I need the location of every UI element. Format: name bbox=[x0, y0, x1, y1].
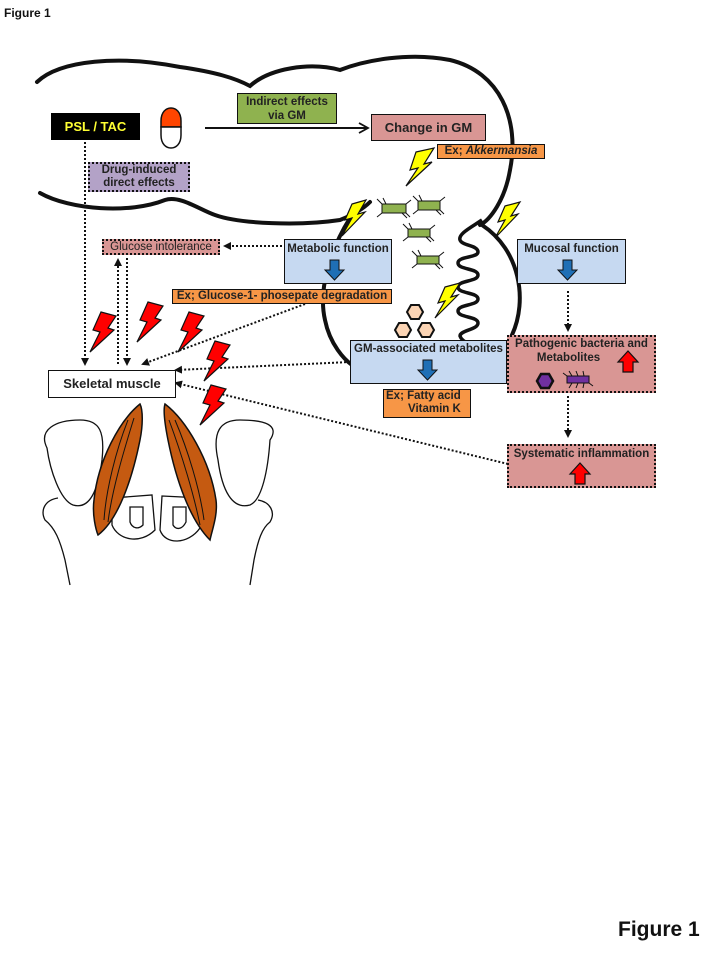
lightning-yellow-icon bbox=[341, 199, 368, 237]
drug-label: PSL / TAC bbox=[64, 119, 127, 134]
bacterium-icon bbox=[402, 222, 436, 243]
muscle-group bbox=[92, 402, 218, 542]
metabolite-hexagon-icon bbox=[393, 322, 413, 338]
direct-effects-label: Drug-induced direct effects bbox=[101, 164, 177, 189]
example-fatty-acid-line1: Ex; Fatty acid bbox=[386, 390, 461, 402]
pathogenic-line2: Metabolites bbox=[536, 352, 601, 364]
pelvis-left-lower bbox=[42, 497, 71, 586]
example-prefix: Ex; bbox=[444, 145, 466, 157]
change-gm-label: Change in GM bbox=[384, 120, 473, 135]
lightning-yellow-icon bbox=[494, 201, 522, 239]
figure-label-bottom: Figure 1 bbox=[618, 918, 700, 941]
direct-effects-box: Drug-induced direct effects bbox=[88, 162, 190, 192]
lightning-red-icon bbox=[136, 301, 164, 343]
glucose-intolerance-box: Glucose intolerance bbox=[102, 239, 220, 255]
bacterium-icon bbox=[412, 194, 446, 216]
glucose-intolerance-label: Glucose intolerance bbox=[110, 241, 212, 253]
lightning-red-icon bbox=[89, 311, 117, 353]
skeletal-muscle-box: Skeletal muscle bbox=[48, 370, 176, 398]
gut-loop-right bbox=[480, 223, 522, 337]
muscle-right-icon bbox=[163, 402, 218, 542]
villi-folds bbox=[456, 218, 483, 348]
lightning-red-group bbox=[89, 301, 231, 426]
lightning-yellow-icon bbox=[434, 282, 462, 319]
gm-metabolites-box: GM-associated metabolites bbox=[350, 340, 507, 384]
indirect-effects-box: Indirect effects via GM bbox=[237, 93, 337, 124]
metabolite-hexagon-icon bbox=[405, 304, 425, 320]
systematic-inflammation-label: Systematic inflammation bbox=[513, 448, 650, 460]
gut-bacteria-group bbox=[376, 194, 446, 270]
skeletal-muscle-label: Skeletal muscle bbox=[63, 376, 161, 391]
capsule-icon bbox=[160, 107, 182, 149]
akkermansia-name: Akkermansia bbox=[465, 145, 538, 157]
bacterium-icon bbox=[411, 249, 445, 270]
gut-top-outline bbox=[35, 54, 515, 227]
pathogenic-bacteria-box: Pathogenic bacteria and Metabolites bbox=[507, 335, 656, 393]
change-gm-box: Change in GM bbox=[371, 114, 486, 141]
example-fatty-acid-box: Ex; Fatty acid Vitamin K bbox=[383, 389, 471, 418]
lightning-yellow-group bbox=[341, 147, 522, 319]
pelvis-right-lower bbox=[249, 499, 273, 586]
pelvis-left-wing bbox=[44, 419, 104, 507]
gut-bottom-outline bbox=[38, 191, 372, 226]
example-glucose-box: Ex; Glucose-1- phosepate degradation bbox=[172, 289, 392, 304]
muscle-fiber-lines bbox=[103, 417, 205, 526]
bacterium-icon bbox=[376, 197, 412, 219]
drug-box: PSL / TAC bbox=[51, 113, 140, 140]
arrow-metabolites-to-muscle bbox=[174, 361, 351, 374]
gm-metabolites-label: GM-associated metabolites bbox=[354, 343, 503, 355]
pathogenic-line1: Pathogenic bacteria and bbox=[515, 338, 648, 350]
metabolite-group bbox=[393, 304, 436, 338]
indirect-effects-label: Indirect effects via GM bbox=[246, 96, 328, 122]
pelvis-hole-right bbox=[172, 506, 187, 530]
pelvis-right-wing bbox=[215, 419, 274, 507]
example-fatty-acid-line2: Vitamin K bbox=[408, 403, 461, 415]
metabolic-function-box: Metabolic function bbox=[284, 239, 392, 284]
pelvis-hole-left bbox=[129, 506, 144, 529]
systematic-inflammation-box: Systematic inflammation bbox=[507, 444, 656, 488]
example-glucose-label: Ex; Glucose-1- phosepate degradation bbox=[176, 290, 388, 302]
metabolic-function-label: Metabolic function bbox=[287, 243, 389, 255]
arrow-glucose-example-to-muscle bbox=[141, 303, 306, 366]
lightning-red-icon bbox=[177, 311, 205, 353]
lightning-yellow-icon bbox=[405, 147, 436, 187]
figure-label-top: Figure 1 bbox=[4, 6, 51, 20]
example-akkermansia-box: Ex; Akkermansia bbox=[437, 144, 545, 159]
mucosal-function-box: Mucosal function bbox=[517, 239, 626, 284]
arrow-inflammation-to-muscle bbox=[174, 380, 509, 465]
mucosal-function-label: Mucosal function bbox=[524, 243, 619, 255]
pelvis-illustration bbox=[42, 419, 274, 586]
lightning-red-icon bbox=[203, 340, 231, 382]
metabolite-hexagon-icon bbox=[416, 322, 436, 338]
lightning-red-icon bbox=[199, 384, 227, 426]
